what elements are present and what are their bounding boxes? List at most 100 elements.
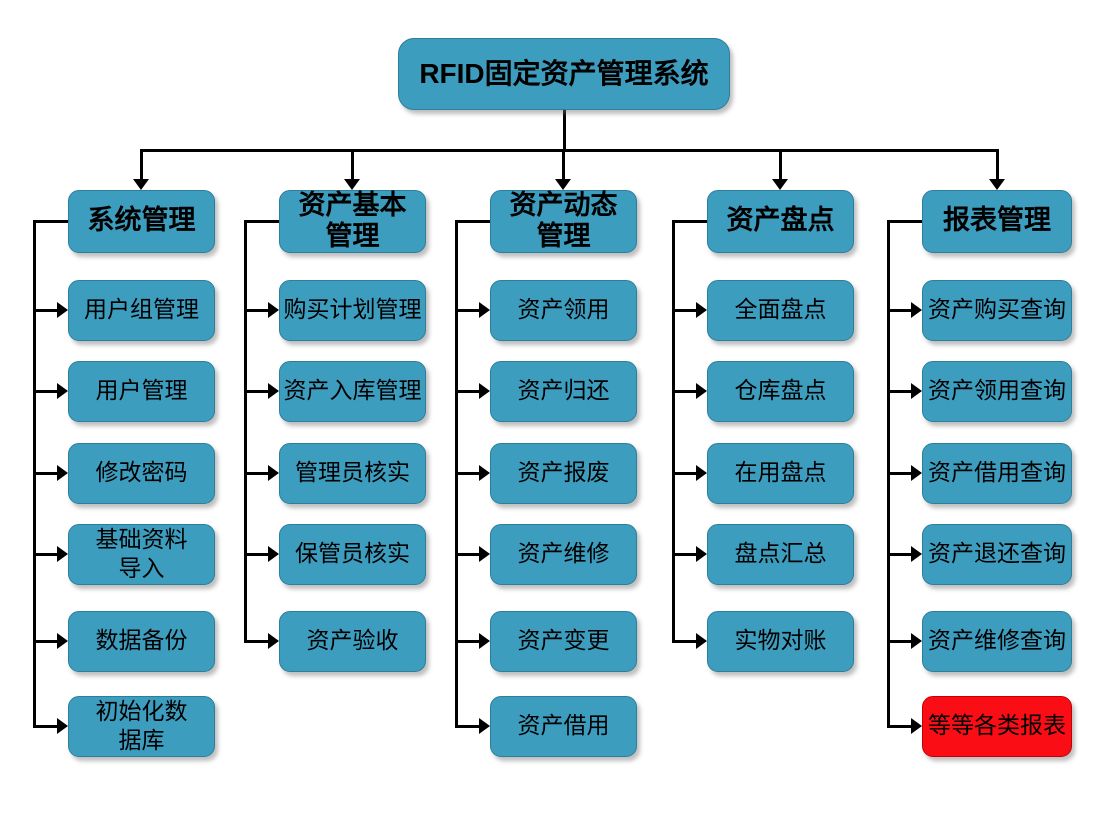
arrowhead-icon	[268, 633, 279, 649]
connector-line	[33, 640, 59, 643]
connector-line	[672, 390, 698, 393]
arrowhead-icon	[268, 383, 279, 399]
node-asset-change: 资产变更	[490, 611, 637, 672]
connector-line	[562, 150, 565, 180]
node-user-mgmt: 用户管理	[68, 361, 215, 422]
node-asset-requisition-query: 资产领用查询	[922, 361, 1072, 422]
node-report-mgmt: 报表管理	[922, 190, 1072, 253]
arrowhead-icon	[57, 302, 68, 318]
arrowhead-icon	[57, 465, 68, 481]
arrowhead-icon	[479, 546, 490, 562]
connector-line	[887, 309, 913, 312]
arrowhead-icon	[268, 302, 279, 318]
arrowhead-icon	[911, 718, 922, 734]
node-system-management: 系统管理	[68, 190, 215, 253]
arrowhead-icon	[57, 383, 68, 399]
arrowhead-icon	[268, 546, 279, 562]
connector-line	[672, 220, 675, 643]
node-full-inventory: 全面盘点	[707, 280, 854, 341]
arrowhead-icon	[479, 383, 490, 399]
node-asset-dynamic-mgmt: 资产动态 管理	[490, 190, 637, 253]
connector-line	[996, 150, 999, 180]
connector-line	[672, 472, 698, 475]
node-in-use-inventory: 在用盘点	[707, 443, 854, 504]
arrowhead-icon	[696, 546, 707, 562]
node-asset-borrow: 资产借用	[490, 696, 637, 757]
connector-line	[672, 640, 698, 643]
node-custodian-verify: 保管员核实	[279, 524, 426, 585]
arrowhead-icon	[479, 633, 490, 649]
arrowhead-icon	[57, 546, 68, 562]
connector-line	[140, 149, 999, 152]
connector-line	[672, 309, 698, 312]
node-asset-return-query: 资产退还查询	[922, 524, 1072, 585]
node-asset-inbound-mgmt: 资产入库管理	[279, 361, 426, 422]
node-misc-reports: 等等各类报表	[922, 696, 1072, 757]
arrowhead-icon	[911, 302, 922, 318]
node-asset-basic-mgmt: 资产基本 管理	[279, 190, 426, 253]
arrowhead-icon	[57, 633, 68, 649]
connector-line	[455, 553, 481, 556]
node-root-title: RFID固定资产管理系统	[398, 38, 730, 110]
connector-line	[244, 390, 270, 393]
node-purchase-plan-mgmt: 购买计划管理	[279, 280, 426, 341]
connector-line	[244, 220, 247, 643]
connector-line	[887, 553, 913, 556]
connector-line	[887, 725, 913, 728]
node-asset-inventory: 资产盘点	[707, 190, 854, 253]
node-asset-repair: 资产维修	[490, 524, 637, 585]
node-asset-purchase-query: 资产购买查询	[922, 280, 1072, 341]
arrowhead-icon	[344, 179, 360, 190]
node-initialize-database: 初始化数 据库	[68, 696, 215, 757]
connector-line	[244, 553, 270, 556]
node-warehouse-inventory: 仓库盘点	[707, 361, 854, 422]
connector-line	[779, 150, 782, 180]
connector-line	[455, 309, 481, 312]
node-asset-acceptance: 资产验收	[279, 611, 426, 672]
connector-line	[887, 390, 913, 393]
arrowhead-icon	[696, 465, 707, 481]
arrowhead-icon	[911, 383, 922, 399]
arrowhead-icon	[772, 179, 788, 190]
connector-line	[563, 110, 566, 150]
node-user-group-mgmt: 用户组管理	[68, 280, 215, 341]
arrowhead-icon	[133, 179, 149, 190]
connector-line	[244, 309, 270, 312]
connector-line	[33, 309, 59, 312]
node-asset-repair-query: 资产维修查询	[922, 611, 1072, 672]
arrowhead-icon	[268, 465, 279, 481]
arrowhead-icon	[57, 718, 68, 734]
connector-line	[33, 220, 68, 223]
arrowhead-icon	[989, 179, 1005, 190]
node-physical-reconciliation: 实物对账	[707, 611, 854, 672]
node-admin-verify: 管理员核实	[279, 443, 426, 504]
node-asset-requisition: 资产领用	[490, 280, 637, 341]
node-inventory-summary: 盘点汇总	[707, 524, 854, 585]
connector-line	[140, 150, 143, 180]
node-asset-return: 资产归还	[490, 361, 637, 422]
connector-line	[455, 725, 481, 728]
arrowhead-icon	[479, 465, 490, 481]
connector-line	[455, 390, 481, 393]
node-data-backup: 数据备份	[68, 611, 215, 672]
arrowhead-icon	[555, 179, 571, 190]
connector-line	[244, 472, 270, 475]
connector-line	[887, 640, 913, 643]
connector-line	[33, 725, 59, 728]
connector-line	[455, 472, 481, 475]
arrowhead-icon	[911, 633, 922, 649]
node-asset-scrap: 资产报废	[490, 443, 637, 504]
arrowhead-icon	[911, 546, 922, 562]
connector-line	[244, 220, 279, 223]
connector-line	[351, 150, 354, 180]
arrowhead-icon	[479, 718, 490, 734]
connector-line	[33, 553, 59, 556]
connector-line	[244, 640, 270, 643]
node-basic-data-import: 基础资料 导入	[68, 524, 215, 585]
connector-line	[887, 220, 922, 223]
connector-line	[887, 472, 913, 475]
connector-line	[33, 390, 59, 393]
node-change-password: 修改密码	[68, 443, 215, 504]
arrowhead-icon	[696, 633, 707, 649]
arrowhead-icon	[696, 302, 707, 318]
